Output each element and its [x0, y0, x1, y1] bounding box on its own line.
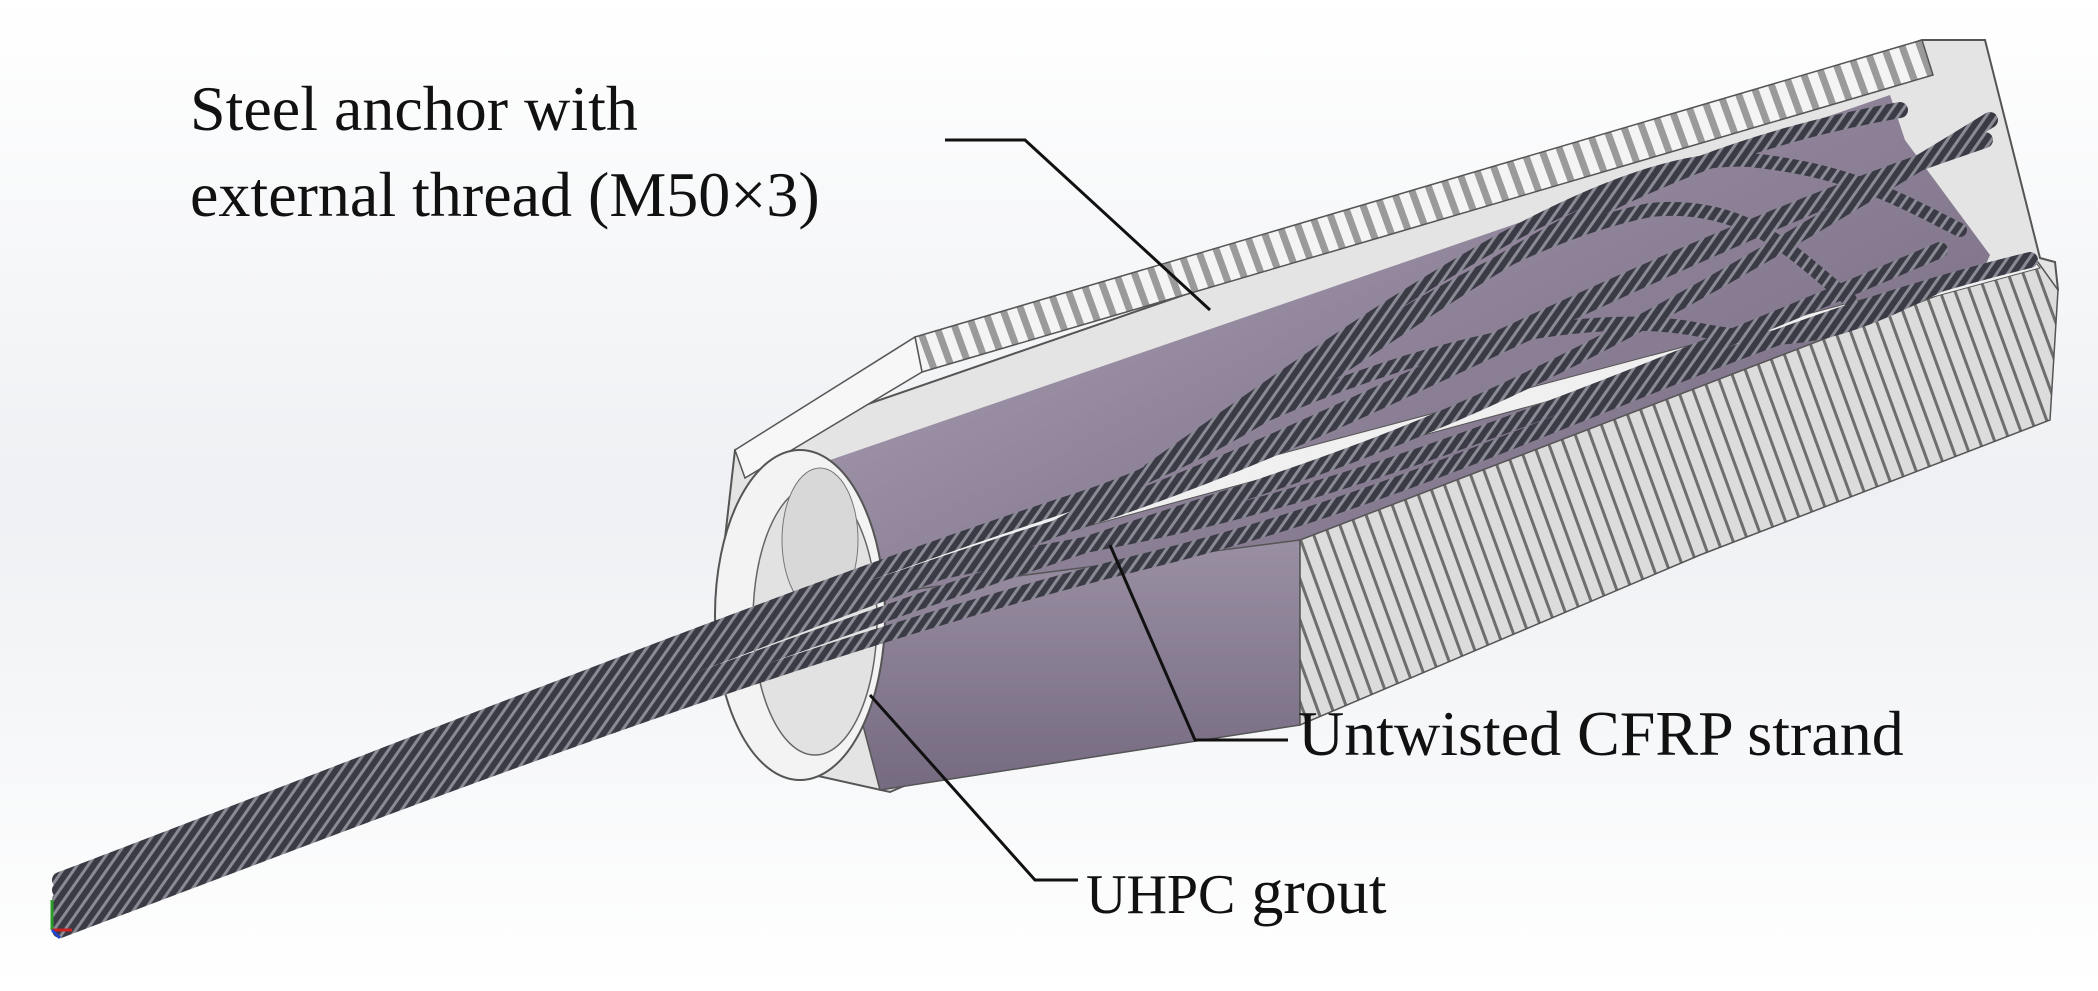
- label-uhpc: UHPC: [1086, 864, 1236, 926]
- label-grout: grout: [1251, 856, 1387, 927]
- label-cfrp-strand: Untwisted CFRP strand: [1298, 698, 1904, 769]
- leader-anchor: [945, 138, 1212, 312]
- leader-lines: [868, 138, 1288, 882]
- label-steel-anchor: Steel anchor with external thread (M50×3…: [190, 66, 820, 238]
- leader-grout: [868, 694, 1078, 882]
- label-steel-anchor-line1: Steel anchor with: [190, 73, 638, 144]
- label-steel-anchor-line2: external thread (M50×3): [190, 159, 820, 230]
- axis-triad-icon: [50, 900, 72, 940]
- leader-strand: [1108, 544, 1288, 742]
- label-uhpc-grout: UHPC grout: [1086, 860, 1386, 924]
- cfrp-strand: [52, 102, 2038, 938]
- anchor-top-plain: [734, 335, 923, 480]
